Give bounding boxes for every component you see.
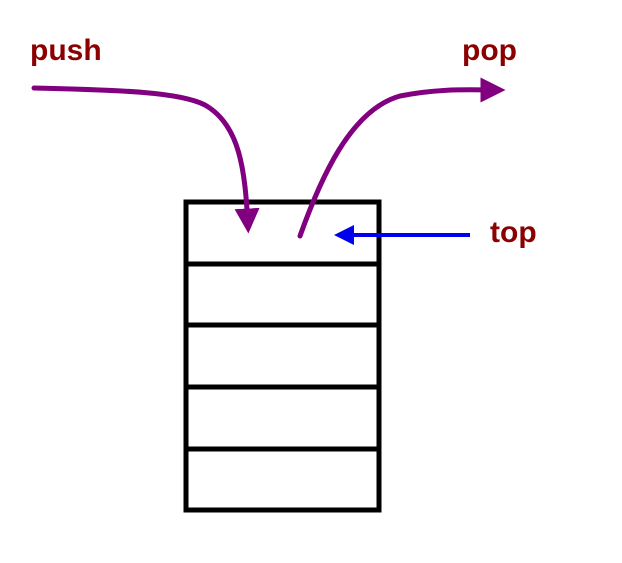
pop-label: pop	[462, 34, 517, 67]
push-label: push	[30, 34, 102, 67]
stack	[183, 199, 382, 513]
top-label: top	[490, 216, 537, 249]
push-arrow	[31, 85, 260, 234]
pop-arrow	[297, 77, 506, 239]
stack-outline	[183, 199, 382, 513]
